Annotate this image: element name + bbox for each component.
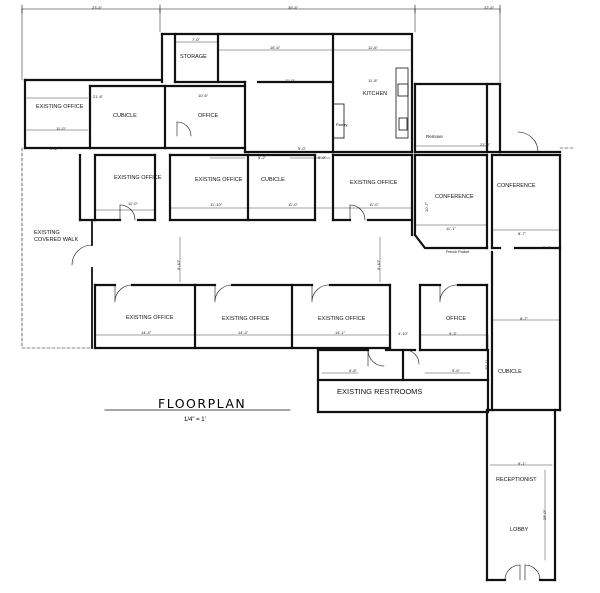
outer-extension-lines xyxy=(21,8,501,83)
room-office-north-label: OFFICE xyxy=(198,113,219,119)
room-storage-label: STORAGE xyxy=(180,54,207,60)
restroom-walls xyxy=(316,348,490,414)
east-lobby-walls xyxy=(485,250,562,582)
dim-vertical-lobby: 25'-0" xyxy=(542,509,547,520)
covered-walk-label-line2: COVERED WALK xyxy=(34,237,79,243)
south-row-doors xyxy=(114,284,458,303)
dim-top-left: 23'-6" xyxy=(92,5,103,10)
lobby-entry-doors xyxy=(504,564,541,581)
dim-cubicle-east-width: 8'-7" xyxy=(520,316,528,321)
dim-vertical-east: 20'-1" xyxy=(484,359,489,370)
dim-office-nw-width: 21'-6" xyxy=(93,94,104,99)
dim-cubicle-mid-width: 11'-0" xyxy=(288,202,298,207)
dim-hall-top-3: 5'-0" xyxy=(318,155,326,160)
dim-east-top: 21'-8" xyxy=(480,142,491,147)
dim-eo2-width: 11'-10" xyxy=(210,202,223,207)
room-restrooms-label: EXISTING RESTROOMS xyxy=(337,387,423,396)
dim-kitchen-top-b: 11'-6" xyxy=(368,45,378,50)
covered-walk-label-line1: EXISTING xyxy=(34,230,60,236)
room-cubicle-north-label: CUBICLE xyxy=(113,113,137,119)
room-cubicle-mid-label: CUBICLE xyxy=(261,177,285,183)
covered-walk-lines xyxy=(21,147,93,349)
room-existing-office-nw-label: EXISTING OFFICE xyxy=(36,104,84,110)
dim-south-office-3-width: 14'-1" xyxy=(335,330,346,335)
dim-conference-2-width: 8'-7" xyxy=(518,231,526,236)
northeast-door xyxy=(517,131,539,153)
northeast-walls xyxy=(413,82,562,154)
dim-receptionist-width: 9'-1" xyxy=(518,461,526,466)
dim-restroom-a: 6'-8" xyxy=(349,368,357,373)
floorplan-title: FLOORPLAN xyxy=(158,396,247,411)
french-pocket-note: French Pocket xyxy=(446,250,470,254)
middle-row-doors xyxy=(119,204,366,221)
room-conference-2-label: CONFERENCE xyxy=(497,183,536,189)
dim-office-north-width: 10'-6" xyxy=(198,93,209,98)
dimension-ticks xyxy=(26,41,560,561)
dim-top-mid: 36'-6" xyxy=(288,5,299,10)
room-existing-office-1-label: EXISTING OFFICE xyxy=(114,175,162,181)
room-receptionist-label: RECEPTIONIST xyxy=(496,477,537,483)
dim-office-south-width: 9'-3" xyxy=(449,331,457,336)
dim-storage-width: 7'-0" xyxy=(192,37,200,42)
dim-hall-south: 4'-10" xyxy=(398,331,409,336)
south-row-walls xyxy=(93,283,489,352)
room-existing-office-s1-label: EXISTING OFFICE xyxy=(126,315,174,321)
dim-top-right: 22'-6" xyxy=(484,5,495,10)
room-office-south-label: OFFICE xyxy=(446,316,467,322)
dim-eo3-width: 11'-0" xyxy=(369,202,379,207)
remove-note-label: Remove xyxy=(426,134,443,139)
dim-vertical-east-2: 10'-7" xyxy=(424,201,429,212)
dim-nw-low: 9'-6" xyxy=(50,146,58,151)
dim-restroom-b: 5'-6" xyxy=(452,368,460,373)
dim-south-office-1-width: 14'-4" xyxy=(141,330,152,335)
room-cubicle-east-label: CUBICLE xyxy=(498,369,522,375)
dim-vertical-hall: 9'-10" xyxy=(176,259,181,270)
dim-kitchen-top-a: 16'-6" xyxy=(270,45,281,50)
north-block-walls xyxy=(160,32,414,154)
middle-row-walls xyxy=(78,153,414,237)
kitchen-fixtures xyxy=(332,67,409,139)
west-wing-walls xyxy=(23,78,247,150)
dim-office-nw-width-2: 11'-0" xyxy=(56,126,66,131)
room-lobby-label: LOBBY xyxy=(510,527,529,533)
dim-east-edge: 5'-0" xyxy=(543,245,551,250)
dim-mid-run: 11'-0" xyxy=(285,78,295,83)
dim-mid-run-b: 11'-8" xyxy=(368,78,378,83)
room-pantry-label: Pantry xyxy=(336,122,348,127)
room-existing-office-s3-label: EXISTING OFFICE xyxy=(318,316,366,322)
west-wing-doors xyxy=(176,121,192,137)
dim-vertical-hall-2: 9'-10" xyxy=(376,259,381,270)
dim-south-office-2-width: 14'-4" xyxy=(238,330,249,335)
dim-eo1-width: 11'-0" xyxy=(128,201,138,206)
room-existing-office-3-label: EXISTING OFFICE xyxy=(350,180,398,186)
restroom-doors xyxy=(367,349,420,367)
dim-conference-1-width: 11'-1" xyxy=(446,226,456,231)
room-kitchen-label: KITCHEN xyxy=(363,91,388,97)
east-dashed-edge xyxy=(554,147,576,581)
room-conference-1-label: CONFERENCE xyxy=(435,194,474,200)
dim-hall-top-2: 5'-0" xyxy=(298,146,306,151)
west-entry xyxy=(71,221,93,349)
room-existing-office-2-label: EXISTING OFFICE xyxy=(195,177,243,183)
room-existing-office-s2-label: EXISTING OFFICE xyxy=(222,316,270,322)
dim-hall-top: 5'-2" xyxy=(258,155,266,160)
conference-walls xyxy=(413,153,562,252)
floorplan-scale: 1/4" = 1' xyxy=(184,417,206,423)
